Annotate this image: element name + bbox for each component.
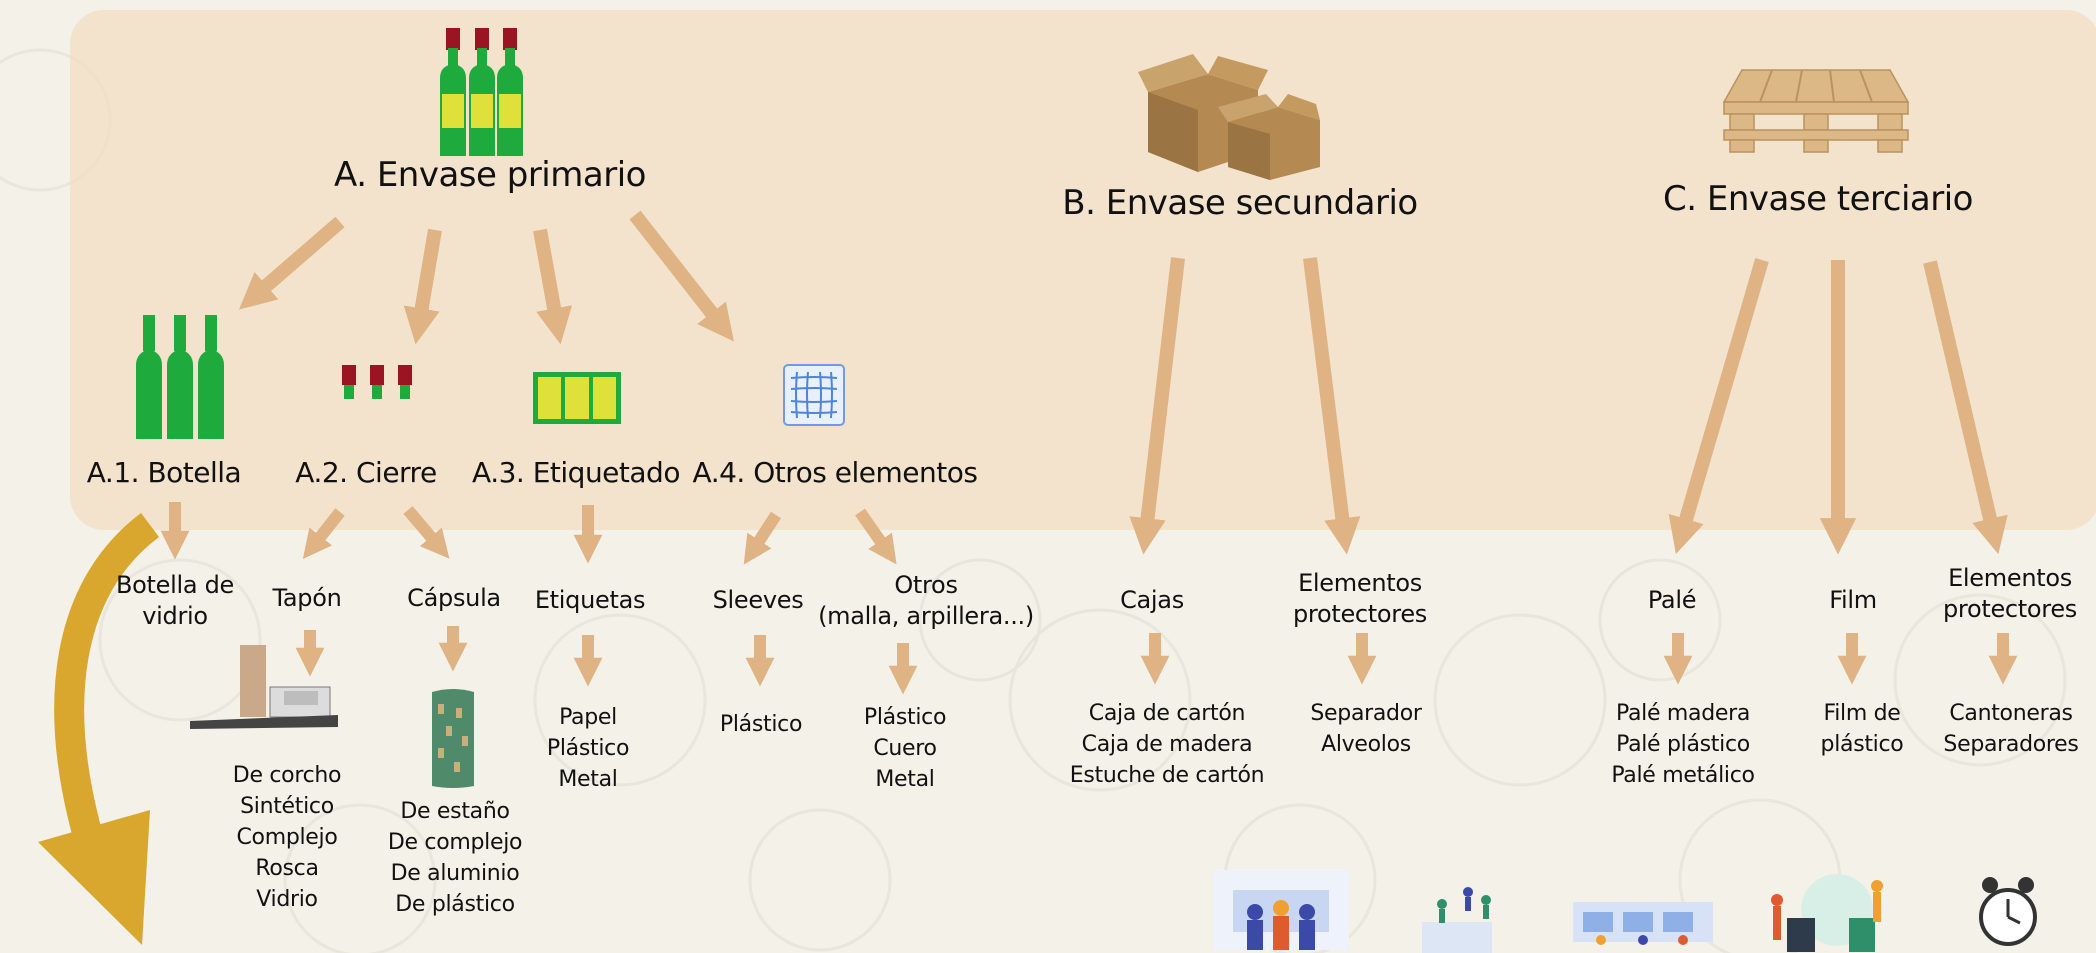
recycling-people-icon: [1771, 874, 1883, 952]
material: De aluminio: [390, 861, 520, 886]
secondary-title: B. Envase secundario: [1062, 183, 1418, 223]
material: De estaño: [400, 799, 510, 824]
item-pale: Palé: [1647, 586, 1697, 614]
material: Separadores: [1943, 732, 2079, 757]
item-capsula: Cápsula: [407, 584, 501, 612]
factory-workers-icon: [1573, 902, 1713, 945]
material: Alveolos: [1321, 732, 1411, 757]
material: Caja de madera: [1081, 732, 1253, 757]
material: Complejo: [236, 825, 338, 850]
caps-icon: [342, 365, 412, 399]
material: De complejo: [387, 830, 523, 855]
arrow-otros-to-otros: [855, 508, 897, 565]
arrow-primary-to-etiquetado: [533, 228, 573, 345]
cardboard-boxes-icon: [1138, 54, 1320, 180]
materials-film: Film de plástico: [1820, 701, 1904, 757]
material: Caja de cartón: [1088, 701, 1246, 726]
item-cajas: Cajas: [1120, 586, 1184, 614]
pallet-icon: [1722, 69, 1910, 153]
arrow-primary-to-botella: [238, 216, 345, 310]
item-etiquetas: Etiquetas: [534, 586, 646, 614]
material: Estuche de cartón: [1069, 763, 1265, 788]
material: Plástico: [546, 736, 630, 761]
category-botella: A.1. Botella: [86, 456, 242, 489]
material: Palé plástico: [1616, 732, 1750, 757]
bottles-icon: [136, 315, 224, 439]
arrow-secondary-to-protectores: [1303, 257, 1361, 555]
material: Palé metálico: [1611, 763, 1755, 788]
materials-etiquetas: Papel Plástico Metal: [546, 702, 630, 795]
arrow-otros-to-sleeves: [743, 511, 782, 565]
item-otros: Otros (malla, arpillera...): [818, 571, 1034, 630]
cork-icon: [190, 645, 338, 729]
material: Metal: [558, 767, 618, 792]
material: Sintético: [240, 794, 334, 819]
material: De plástico: [395, 892, 515, 917]
alarm-clock-icon: [1979, 877, 2037, 946]
arrow-tertiary-to-pale: [1668, 258, 1769, 554]
materials-pale: Palé madera Palé plástico Palé metálico: [1611, 698, 1755, 791]
materials-protectores-b: Separador Alveolos: [1310, 698, 1422, 760]
material: Plástico: [863, 705, 947, 730]
arrow-secondary-to-cajas: [1129, 257, 1185, 555]
category-otros-elementos: A.4. Otros elementos: [692, 456, 978, 489]
item-sleeves: Sleeves: [712, 586, 804, 614]
primary-title: A. Envase primario: [334, 155, 646, 195]
materials-protectores-c: Cantoneras Separadores: [1943, 698, 2078, 760]
material: Separador: [1310, 701, 1422, 726]
category-cierre: A.2. Cierre: [295, 456, 437, 489]
arrow-tertiary-to-protectores: [1923, 260, 2008, 555]
materials-otros: Plástico Cuero Metal: [863, 702, 947, 795]
people-climbing-icon: [1422, 887, 1492, 953]
material: Cuero: [873, 736, 937, 761]
labels-icon: [533, 372, 621, 424]
item-text: Botella de vidrio: [116, 571, 234, 630]
materials-tapon: De corcho Sintético Complejo Rosca Vidri…: [232, 760, 342, 915]
item-botella-de-vidrio: Botella de vidrio: [116, 570, 234, 632]
arrow-primary-to-otros: [629, 210, 734, 342]
mesh-icon: [783, 364, 845, 426]
team-meeting-icon: [1213, 870, 1349, 950]
materials-cajas: Caja de cartón Caja de madera Estuche de…: [1070, 698, 1265, 791]
materials-sleeves: Plástico: [719, 709, 803, 740]
capsule-icon: [432, 689, 474, 788]
material: Metal: [875, 767, 935, 792]
category-etiquetado: A.3. Etiquetado: [472, 456, 680, 489]
arrow-primary-to-cierre: [403, 228, 442, 345]
item-elementos-protectores-c: Elementos protectores: [1942, 564, 2078, 623]
wine-bottles-icon: [440, 28, 523, 156]
item-tapon: Tapón: [272, 584, 342, 612]
material: Cantoneras: [1949, 701, 2073, 726]
material: Rosca: [255, 856, 319, 881]
arrow-cierre-to-capsula: [403, 506, 450, 559]
material: Vidrio: [256, 887, 318, 912]
item-elementos-protectores-b: Elementos protectores: [1292, 569, 1428, 628]
materials-capsula: De estaño De complejo De aluminio De plá…: [387, 796, 523, 920]
tertiary-title: C. Envase terciario: [1663, 179, 1973, 219]
item-film: Film: [1829, 586, 1877, 614]
material: Papel: [559, 705, 617, 730]
curved-arrow: [38, 513, 160, 945]
material: Plástico: [719, 712, 803, 737]
material: De corcho: [232, 763, 342, 788]
material: Palé madera: [1615, 701, 1751, 726]
arrow-cierre-to-tapon: [302, 508, 345, 560]
